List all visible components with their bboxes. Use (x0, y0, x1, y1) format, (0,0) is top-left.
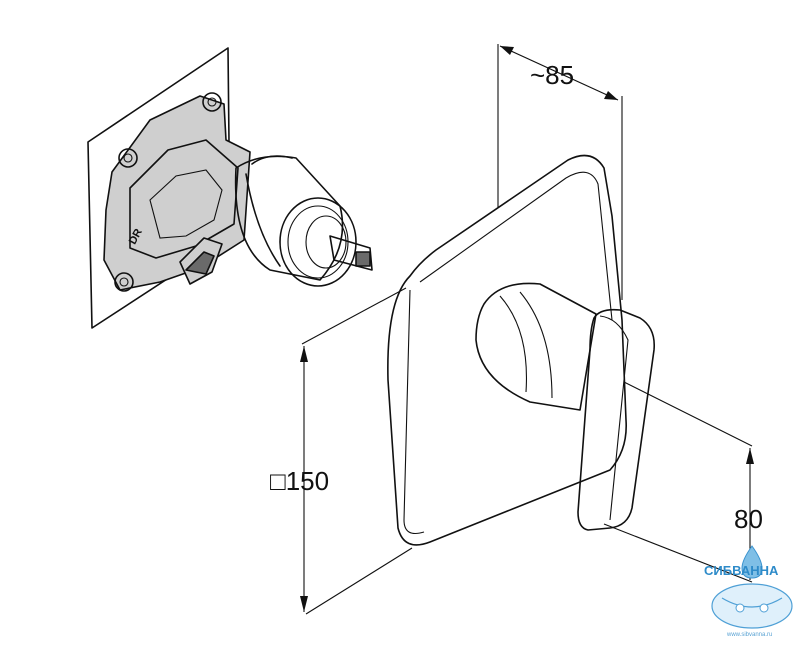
dimension-lever-height: 80 (603, 381, 763, 583)
concealed-valve-body: DR (87, 47, 373, 329)
watermark-brand: СИБВАННА (704, 563, 779, 578)
cartridge-cylinder (234, 155, 344, 281)
bathtub-icon (711, 583, 793, 629)
cover-plate-outline (387, 154, 627, 546)
screw-hole-top-left (118, 148, 138, 168)
lever-height-dimension-label: 80 (734, 504, 763, 534)
screw-hole-top-right (202, 92, 222, 112)
dimension-depth: ~85 (497, 44, 623, 300)
valve-spindle (329, 235, 373, 271)
plate-size-dimension-label: □150 (270, 466, 329, 496)
cover-plate (387, 154, 656, 546)
watermark-logo: СИБВАННА www.sibvanna.ru (704, 545, 793, 638)
screw-hole-bottom-left (114, 272, 134, 292)
water-drop-icon (741, 545, 763, 579)
lever-knob (475, 282, 597, 411)
dimension-plate-size: □150 (270, 287, 413, 615)
lever-handle (577, 308, 656, 531)
watermark-url: www.sibvanna.ru (726, 632, 772, 638)
depth-dimension-label: ~85 (530, 60, 574, 90)
